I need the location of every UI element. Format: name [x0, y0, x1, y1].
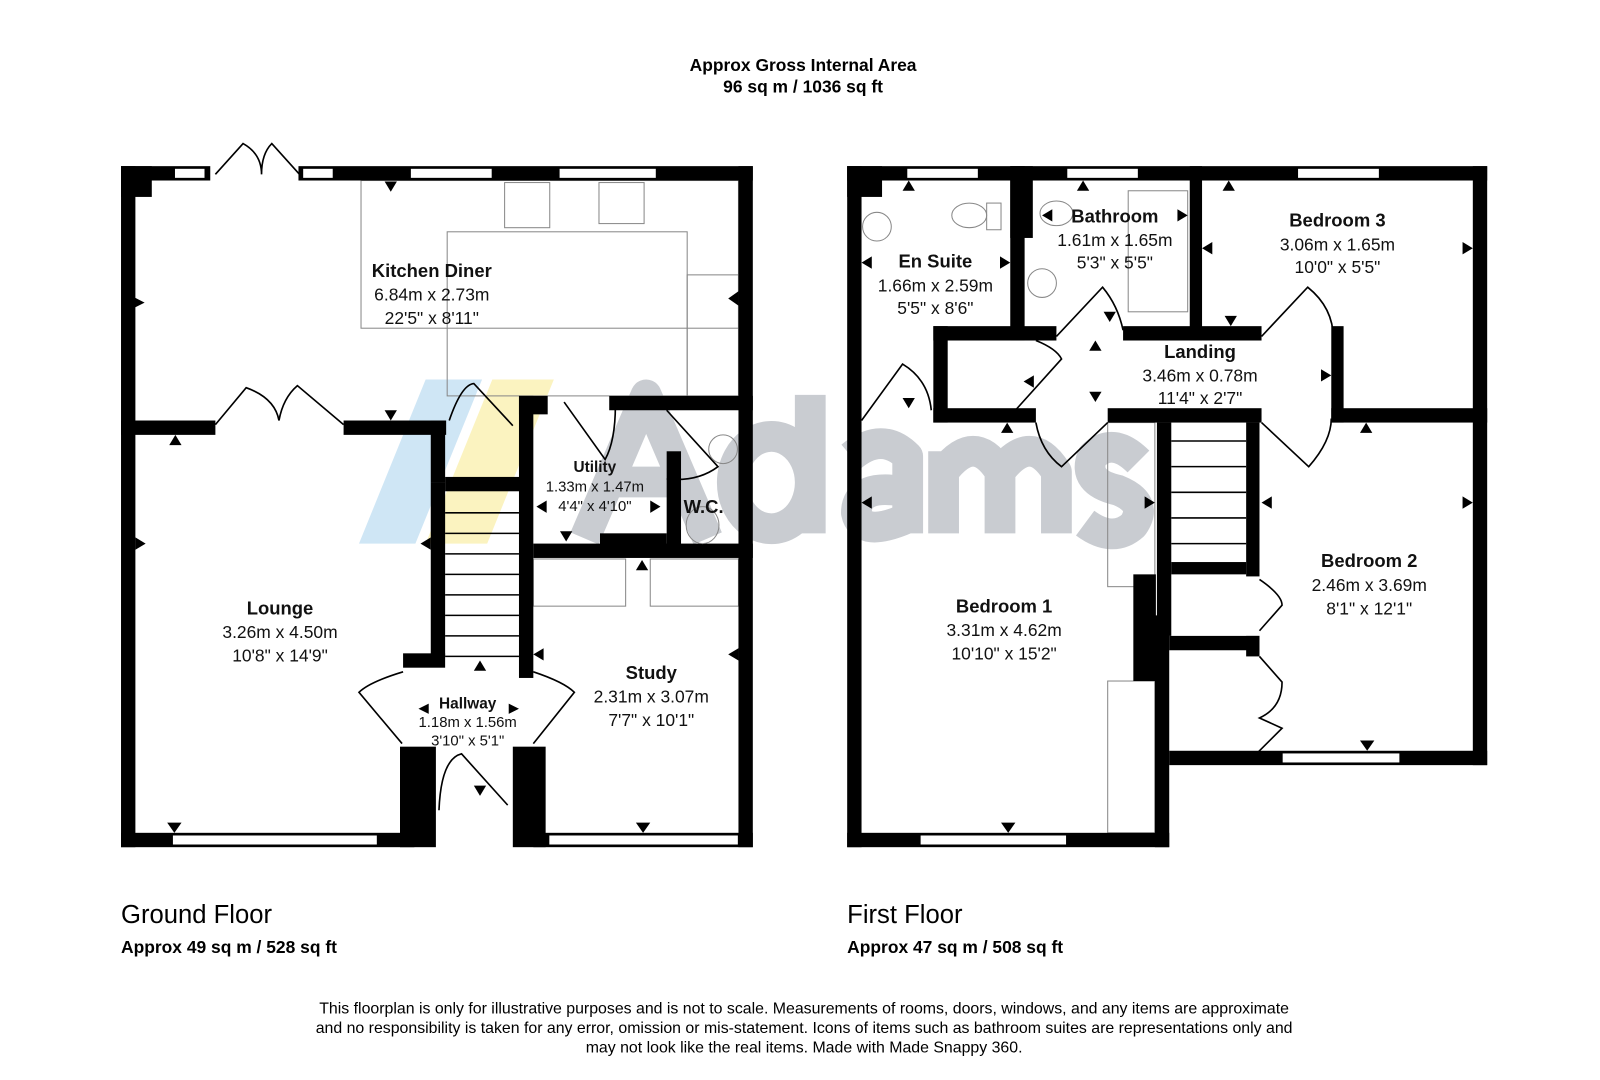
- svg-text:Utility: Utility: [574, 459, 617, 476]
- svg-text:Hallway: Hallway: [439, 696, 497, 713]
- room-bedroom-1: Bedroom 1 3.31m x 4.62m 10'10" x 15'2": [946, 595, 1061, 663]
- room-kitchen-diner: Kitchen Diner 6.84m x 2.73m 22'5" x 8'11…: [372, 260, 492, 328]
- first-floor-plan: En Suite 1.66m x 2.59m 5'5" x 8'6" Bathr…: [847, 166, 1488, 848]
- svg-text:3.31m x 4.62m: 3.31m x 4.62m: [946, 620, 1061, 640]
- svg-text:En Suite: En Suite: [898, 251, 972, 272]
- svg-text:8'1" x 12'1": 8'1" x 12'1": [1326, 598, 1412, 618]
- disclaimer-line: and no responsibility is taken for any e…: [316, 1020, 1293, 1037]
- stairs-ground: [445, 512, 519, 658]
- area-subtitle: 96 sq m / 1036 sq ft: [723, 76, 883, 96]
- area-title: Approx Gross Internal Area: [690, 55, 917, 75]
- disclaimer-line: This floorplan is only for illustrative …: [319, 1000, 1289, 1017]
- first-floor-area: Approx 47 sq m / 508 sq ft: [847, 937, 1063, 957]
- svg-text:3.46m x 0.78m: 3.46m x 0.78m: [1142, 366, 1257, 386]
- room-utility: Utility 1.33m x 1.47m 4'4" x 4'10": [546, 459, 644, 515]
- room-bathroom: Bathroom 1.61m x 1.65m 5'3" x 5'5": [1057, 206, 1172, 273]
- svg-text:6.84m x 2.73m: 6.84m x 2.73m: [374, 285, 489, 305]
- svg-text:3.06m x 1.65m: 3.06m x 1.65m: [1280, 234, 1395, 254]
- svg-text:Study: Study: [626, 662, 678, 683]
- sink-icon: [598, 182, 645, 225]
- svg-text:4'4" x 4'10": 4'4" x 4'10": [558, 499, 631, 515]
- ground-floor-plan: Kitchen Diner 6.84m x 2.73m 22'5" x 8'11…: [121, 142, 753, 848]
- svg-text:Lounge: Lounge: [247, 597, 314, 618]
- bath-icon: [1127, 190, 1189, 313]
- ground-floor-label: Ground Floor: [121, 901, 272, 929]
- room-lounge: Lounge 3.26m x 4.50m 10'8" x 14'9": [222, 597, 337, 665]
- svg-text:3'10" x 5'1": 3'10" x 5'1": [431, 734, 504, 750]
- disclaimer-line: may not look like the real items. Made w…: [586, 1039, 1023, 1056]
- room-bedroom-2: Bedroom 2 2.46m x 3.69m 8'1" x 12'1": [1312, 550, 1427, 618]
- svg-text:3.26m x 4.50m: 3.26m x 4.50m: [222, 622, 337, 642]
- svg-text:5'3" x 5'5": 5'3" x 5'5": [1077, 253, 1153, 273]
- first-floor-label: First Floor: [847, 901, 963, 929]
- hob-icon: [504, 182, 551, 229]
- room-bedroom-3: Bedroom 3 3.06m x 1.65m 10'0" x 5'5": [1280, 210, 1395, 277]
- room-en-suite: En Suite 1.66m x 2.59m 5'5" x 8'6": [878, 251, 993, 318]
- svg-text:2.46m x 3.69m: 2.46m x 3.69m: [1312, 575, 1427, 595]
- ground-floor-area: Approx 49 sq m / 528 sq ft: [121, 937, 337, 957]
- svg-text:Landing: Landing: [1164, 341, 1236, 362]
- stairs-first: [1156, 422, 1247, 636]
- svg-text:1.18m x 1.56m: 1.18m x 1.56m: [419, 715, 517, 731]
- room-landing: Landing 3.46m x 0.78m 11'4" x 2'7": [1142, 341, 1257, 408]
- svg-text:10'0" x 5'5": 10'0" x 5'5": [1295, 257, 1381, 277]
- svg-text:11'4" x 2'7": 11'4" x 2'7": [1158, 388, 1243, 408]
- room-study: Study 2.31m x 3.07m 7'7" x 10'1": [594, 662, 709, 730]
- svg-text:10'10" x 15'2": 10'10" x 15'2": [951, 643, 1056, 663]
- svg-text:10'8" x 14'9": 10'8" x 14'9": [232, 646, 328, 666]
- room-wc: W.C.: [684, 496, 724, 517]
- svg-text:2.31m x 3.07m: 2.31m x 3.07m: [594, 687, 709, 707]
- svg-text:22'5" x 8'11": 22'5" x 8'11": [385, 308, 479, 328]
- svg-text:5'5" x 8'6": 5'5" x 8'6": [897, 298, 973, 318]
- svg-text:7'7" x 10'1": 7'7" x 10'1": [608, 710, 694, 730]
- svg-text:1.66m x 2.59m: 1.66m x 2.59m: [878, 275, 993, 295]
- svg-text:1.33m x 1.47m: 1.33m x 1.47m: [546, 479, 644, 495]
- watermark-logo: [358, 379, 1154, 550]
- svg-text:Bathroom: Bathroom: [1071, 206, 1158, 227]
- svg-text:Kitchen Diner: Kitchen Diner: [372, 260, 492, 281]
- svg-text:1.61m x 1.65m: 1.61m x 1.65m: [1057, 230, 1172, 250]
- svg-text:Bedroom 1: Bedroom 1: [956, 595, 1052, 616]
- room-hallway: Hallway 1.18m x 1.56m 3'10" x 5'1": [419, 696, 517, 750]
- svg-text:Bedroom 3: Bedroom 3: [1289, 210, 1385, 231]
- svg-text:Bedroom 2: Bedroom 2: [1321, 550, 1417, 571]
